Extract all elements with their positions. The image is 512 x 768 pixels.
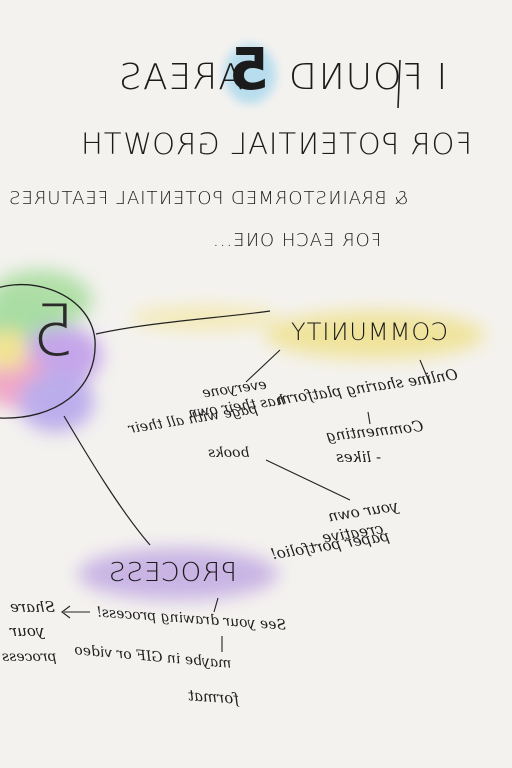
community-likes-note: - likes [336, 448, 382, 466]
process-label: PROCESS [108, 558, 237, 588]
heading-line2: FOR POTENTIAL GROWTH [80, 127, 473, 161]
process-format-note: format [187, 686, 240, 708]
share-arrow [61, 605, 90, 619]
heading-line4: FOR EACH ONE... [212, 230, 382, 251]
heading-line1-part2: AREAS [118, 57, 243, 98]
heading-line1-part1: I FOUND [288, 57, 448, 98]
community-label: COMMUNITY [290, 318, 448, 346]
process-share-note-3: process [2, 649, 57, 665]
hub-to-process-line [63, 415, 151, 546]
process-share-note-2: your [10, 622, 45, 640]
community-page-note-4: books [208, 445, 250, 461]
hub-label: 5 [30, 290, 76, 372]
process-share-note-1: Share [10, 598, 55, 616]
hub-watercolor [0, 270, 102, 432]
heading-stroke [397, 59, 401, 109]
sharing-to-commenting-line [367, 411, 371, 425]
hub-to-community-line [95, 310, 271, 335]
heading-line3: & BRAINSTORMED POTENTIAL FEATURES [8, 188, 409, 209]
hub-circle [0, 283, 96, 419]
digit-highlight [224, 44, 276, 104]
community-to-sharing-line [419, 359, 431, 385]
community-to-page-line [245, 349, 281, 383]
process-to-drawing-line [213, 597, 219, 613]
process-wash [78, 548, 278, 600]
page-to-portfolio-line [265, 459, 351, 501]
